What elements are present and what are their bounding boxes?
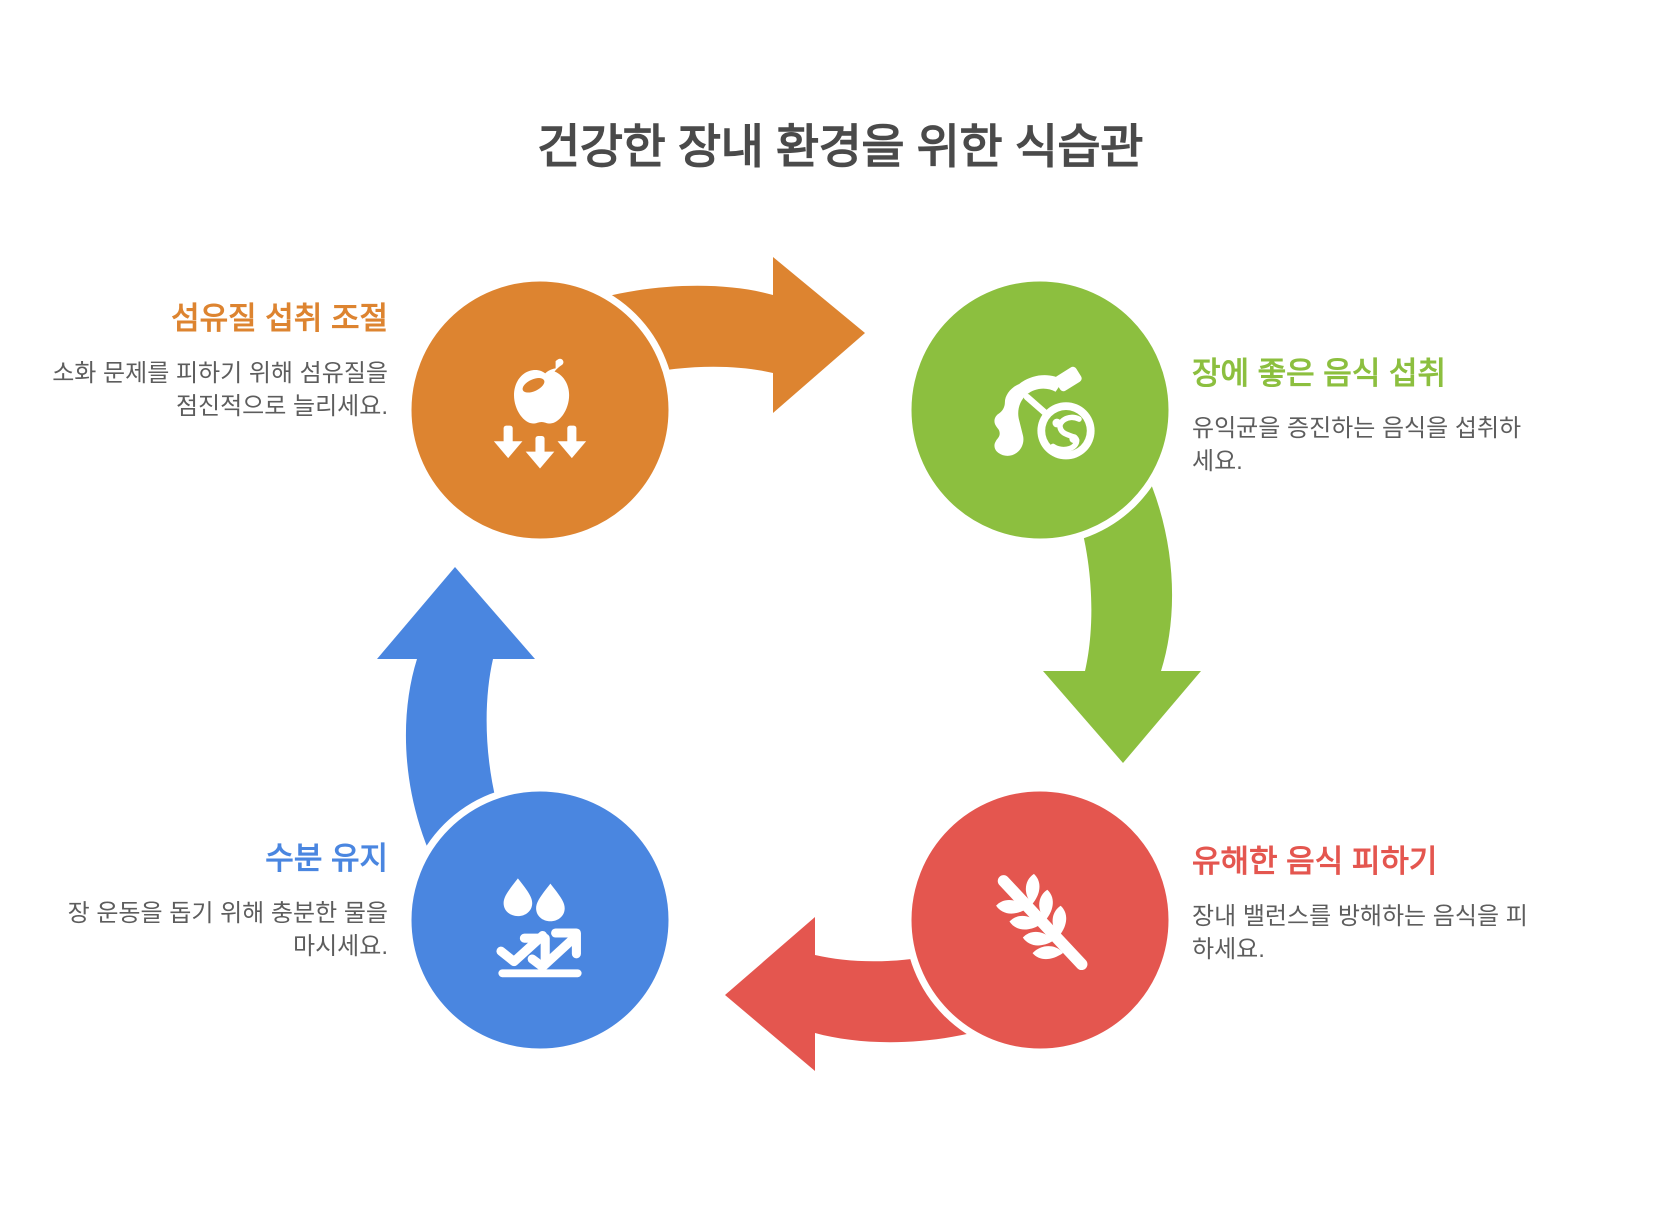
step-body-fiber: 소화 문제를 피하기 위해 섬유질을 점진적으로 늘리세요.: [52, 359, 388, 420]
node-circle-avoid-food[interactable]: [904, 784, 1176, 1056]
step-title-hydration: 수분 유지: [265, 841, 388, 876]
step-body-avoid-food: 장내 밸런스를 방해하는 음식을 피하세요.: [1192, 902, 1528, 963]
cycle-diagram-svg: [377, 257, 1201, 1071]
step-text-fiber: 섬유질 섭취 조절 소화 문제를 피하기 위해 섬유질을 점진적으로 늘리세요.: [43, 300, 388, 423]
step-body-good-food: 유익균을 증진하는 음식을 섭취하세요.: [1192, 414, 1522, 475]
node-circle-fiber[interactable]: [404, 274, 676, 546]
page-title: 건강한 장내 환경을 위한 식습관: [537, 120, 1143, 174]
step-text-hydration: 수분 유지 장 운동을 돕기 위해 충분한 물을 마시세요.: [43, 840, 388, 963]
node-circle-good-food[interactable]: [904, 274, 1176, 546]
cycle-diagram: [377, 257, 1201, 1071]
step-text-avoid-food: 유해한 음식 피하기 장내 밸런스를 방해하는 음식을 피하세요.: [1192, 843, 1537, 966]
step-body-hydration: 장 운동을 돕기 위해 충분한 물을 마시세요.: [67, 899, 388, 960]
step-title-avoid-food: 유해한 음식 피하기: [1192, 844, 1438, 879]
step-title-good-food: 장에 좋은 음식 섭취: [1192, 356, 1446, 391]
step-title-fiber: 섬유질 섭취 조절: [171, 301, 388, 336]
node-circle-hydration[interactable]: [404, 784, 676, 1056]
step-text-good-food: 장에 좋은 음식 섭취 유익균을 증진하는 음식을 섭취하세요.: [1192, 355, 1537, 478]
